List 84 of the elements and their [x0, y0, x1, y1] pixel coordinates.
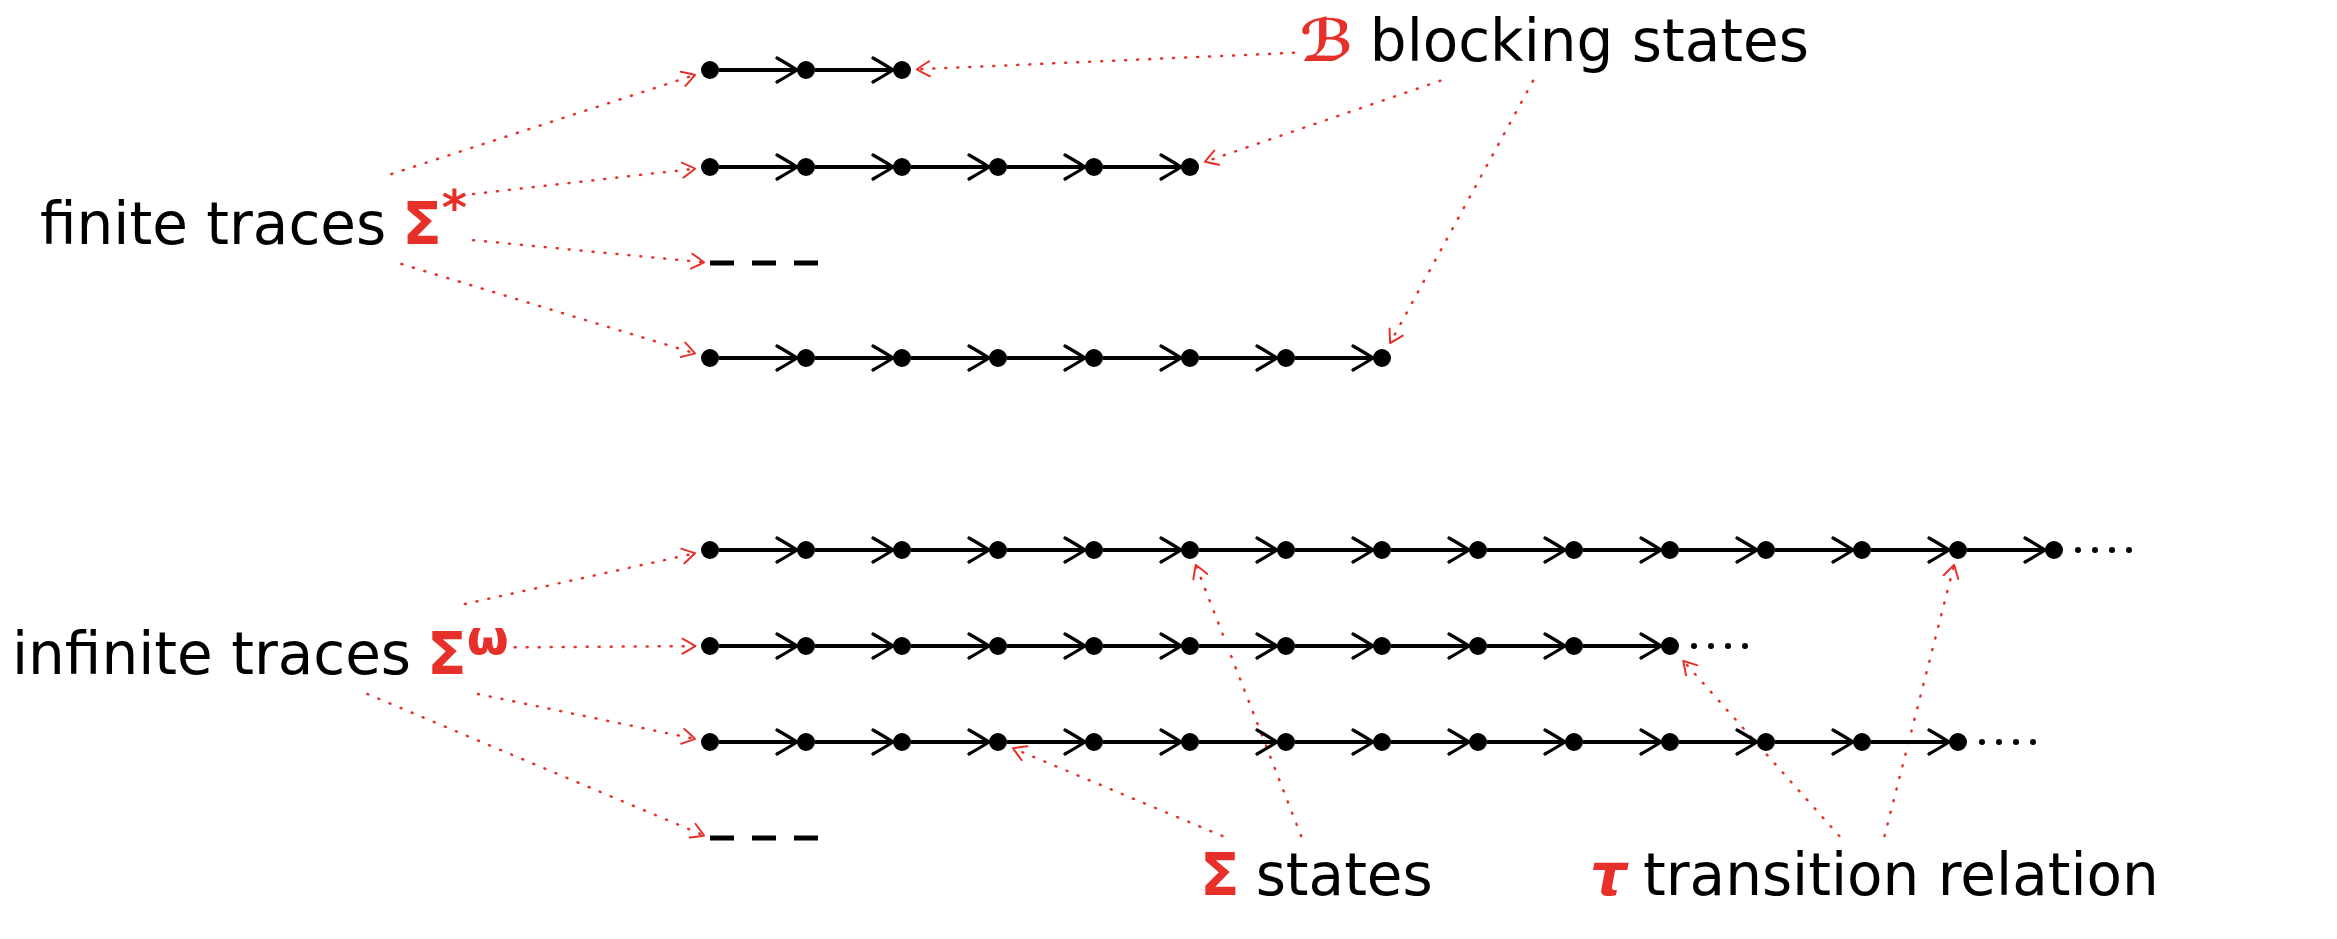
state-dot [1373, 541, 1391, 559]
math-symbol: Σ$^{ω}$ [427, 610, 509, 688]
state-dot [1181, 733, 1199, 751]
state-dot [797, 349, 815, 367]
state-dot [1469, 541, 1487, 559]
leader-line [463, 547, 697, 606]
state-dot [1949, 541, 1967, 559]
state-dot [1565, 541, 1583, 559]
state-dot [1661, 541, 1679, 559]
label-text: finite traces [40, 191, 387, 258]
state-dot [893, 158, 911, 176]
state-dot [1373, 349, 1391, 367]
state-dot [893, 349, 911, 367]
state-dot [1949, 733, 1967, 751]
leader-line [476, 692, 697, 745]
state-dot [701, 349, 719, 367]
state-dot [1085, 637, 1103, 655]
leader-line [366, 692, 706, 839]
leader-line [1203, 79, 1442, 166]
state-dot [701, 61, 719, 79]
label-text: infinite traces [12, 621, 412, 688]
state-dot [1853, 733, 1871, 751]
state-dot [1181, 637, 1199, 655]
leader-line [1682, 659, 1841, 838]
leader-line [1883, 563, 1960, 838]
state-dot [1757, 733, 1775, 751]
state-dot [1277, 637, 1295, 655]
leader-line [471, 161, 697, 196]
state-dot [1181, 541, 1199, 559]
state-dot [893, 541, 911, 559]
state-dot [701, 733, 719, 751]
state-dot [989, 349, 1007, 367]
state-dot [1469, 733, 1487, 751]
state-dot [1085, 349, 1103, 367]
state-dot [1085, 541, 1103, 559]
state-dot [1565, 637, 1583, 655]
state-dot [1853, 541, 1871, 559]
state-dot [1373, 637, 1391, 655]
state-dot [701, 158, 719, 176]
state-dot [1277, 733, 1295, 751]
dashes [710, 260, 818, 266]
state-dot [1085, 733, 1103, 751]
state-dot [1757, 541, 1775, 559]
state-dot [701, 541, 719, 559]
state-dot [701, 637, 719, 655]
label-text: transition relation [1643, 842, 2159, 909]
math-symbol: Σ$^{*}$ [402, 180, 468, 258]
state-dot [1085, 158, 1103, 176]
state-dot [989, 733, 1007, 751]
leader-line [1011, 745, 1224, 838]
label-text: states [1255, 842, 1433, 909]
state-dot [989, 158, 1007, 176]
leader-line [915, 51, 1296, 78]
state-dot [1661, 733, 1679, 751]
leader-line [471, 238, 706, 270]
state-dot [797, 158, 815, 176]
state-dot [989, 541, 1007, 559]
state-dot [893, 637, 911, 655]
state-dot [1469, 637, 1487, 655]
math-symbol: ℬ [1300, 8, 1354, 75]
state-dot [1181, 349, 1199, 367]
leader-line [400, 262, 697, 358]
state-dot [1277, 541, 1295, 559]
state-dot [893, 733, 911, 751]
state-dot [797, 637, 815, 655]
leader-line [1192, 563, 1303, 838]
state-dot [2045, 541, 2063, 559]
state-dot [1661, 637, 1679, 655]
state-dot [1277, 349, 1295, 367]
state-dot [797, 541, 815, 559]
math-symbol: Σ [1200, 842, 1240, 909]
state-dot [1373, 733, 1391, 751]
math-symbol: τ [1590, 842, 1627, 909]
state-dot [1565, 733, 1583, 751]
leader-line [513, 637, 697, 655]
label-text: blocking states [1369, 8, 1809, 75]
state-dot [1181, 158, 1199, 176]
state-dot [797, 733, 815, 751]
leader-line [1388, 79, 1535, 345]
state-dot [989, 637, 1007, 655]
state-dot [893, 61, 911, 79]
leader-line [390, 70, 697, 176]
state-dot [797, 61, 815, 79]
dashes [710, 835, 818, 841]
